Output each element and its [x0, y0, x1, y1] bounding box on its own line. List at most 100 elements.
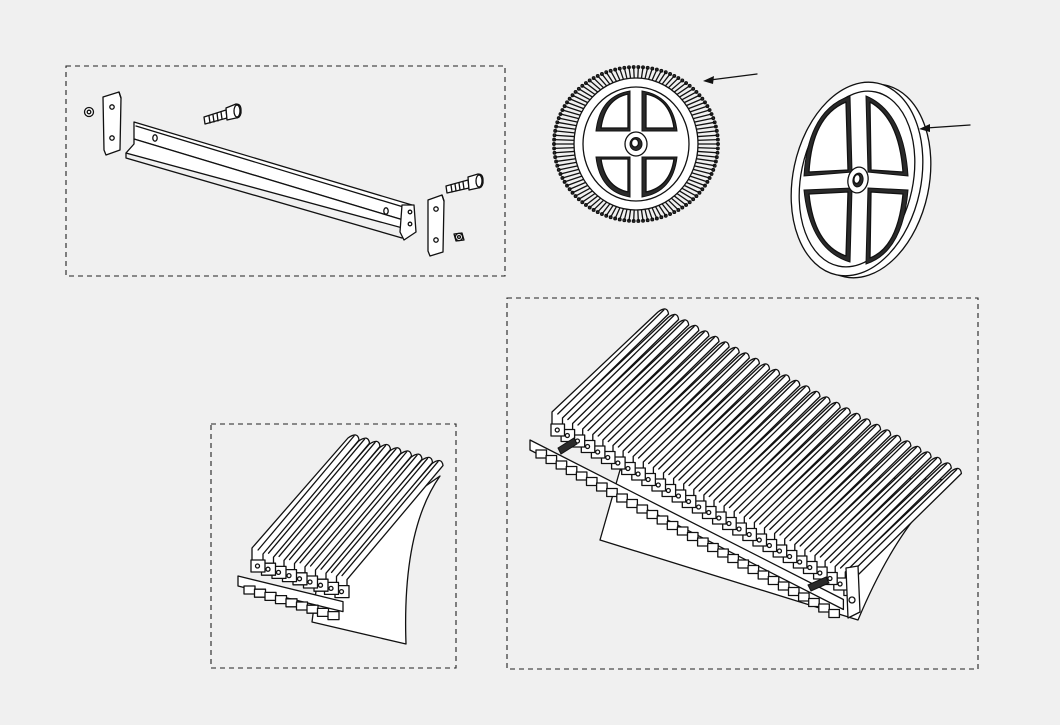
- fin-tip: [565, 100, 569, 105]
- fin-rivet: [716, 515, 722, 521]
- fin-tip: [617, 217, 622, 222]
- fin-crease: [779, 430, 887, 536]
- fin-tip: [552, 137, 557, 142]
- radial-fin: [677, 189, 694, 200]
- fin-tip: [676, 76, 681, 81]
- fin-rivet: [338, 588, 345, 595]
- comb-tooth: [808, 597, 820, 608]
- disc-window-upper-left: [595, 90, 631, 132]
- comb-tooth: [585, 476, 598, 487]
- fin-tip: [713, 159, 718, 164]
- fin-crease: [769, 424, 877, 531]
- fin-rivet: [254, 563, 261, 569]
- comb-tooth: [656, 515, 669, 525]
- fin-rivet: [584, 443, 591, 450]
- fin-tip: [680, 78, 685, 83]
- radial-fin: [558, 164, 581, 171]
- radial-fin: [695, 147, 719, 150]
- fin-tip: [650, 66, 655, 71]
- fin: [702, 390, 821, 514]
- fin-tip: [595, 210, 600, 215]
- fin-tip: [645, 65, 650, 70]
- radial-fin: [578, 88, 595, 99]
- fin-tip: [613, 216, 618, 221]
- fin-rivet: [554, 427, 560, 433]
- fin-tip: [715, 137, 720, 142]
- fin-tip: [715, 133, 720, 138]
- comb-tooth: [797, 592, 810, 602]
- fin-tip: [553, 128, 558, 133]
- comb-tooth: [636, 504, 649, 514]
- fin-rivet: [296, 576, 303, 582]
- fin-tip: [703, 100, 707, 105]
- nut-left: [83, 106, 95, 118]
- radial-fin: [553, 134, 578, 138]
- radial-fin: [674, 191, 691, 203]
- comb-base-strip: [237, 575, 344, 613]
- radial-fin: [694, 130, 718, 134]
- fin-tip: [554, 124, 559, 129]
- fin: [692, 385, 811, 508]
- fin-tip: [636, 65, 641, 69]
- fin-rivet: [265, 566, 271, 572]
- fin-tip: [705, 104, 710, 109]
- comb-tooth: [595, 482, 608, 492]
- radial-fin: [685, 177, 706, 187]
- fin-tip: [608, 68, 613, 73]
- comb-tooth: [727, 553, 740, 564]
- fin-crease: [799, 441, 907, 547]
- fin-crease: [607, 336, 715, 443]
- fin-rivet: [286, 572, 292, 579]
- fin-crease: [257, 435, 355, 551]
- fin-tip: [714, 128, 719, 133]
- fin-tip: [554, 159, 559, 164]
- comb-tooth: [306, 604, 319, 614]
- fin-tip: [556, 116, 561, 121]
- fin-clip: [250, 559, 266, 573]
- threaded-rod-left: [557, 437, 578, 455]
- fin-crease: [587, 325, 695, 432]
- end-bracket-nut: [848, 596, 856, 604]
- radial-fin: [693, 157, 717, 163]
- radial-fin: [687, 174, 709, 183]
- radial-fin: [581, 191, 598, 203]
- fin-crease: [698, 386, 806, 492]
- comb-tooth: [818, 603, 830, 613]
- fin-tip: [622, 218, 627, 223]
- comb-tooth: [555, 460, 568, 470]
- fin-tip: [641, 65, 645, 70]
- fin-rivet: [817, 570, 823, 576]
- fin-rivet: [756, 537, 762, 543]
- fin-tip: [687, 200, 692, 205]
- fin-tip: [684, 203, 689, 207]
- comb-tooth: [285, 598, 298, 608]
- fin-crease: [738, 408, 847, 514]
- radial-fin: [689, 171, 711, 179]
- fin-tip: [663, 213, 668, 218]
- radial-fin: [690, 113, 713, 120]
- fin-clip: [550, 423, 566, 437]
- comb-tooth: [828, 608, 841, 619]
- fin-tip: [565, 183, 569, 188]
- fin-tip: [558, 172, 563, 176]
- small-fin-pack-panel: [210, 423, 457, 669]
- fin-tip: [687, 83, 692, 88]
- comb-tooth: [696, 537, 709, 547]
- fin-tip: [591, 207, 596, 212]
- fin-tip: [552, 150, 557, 155]
- radial-fin: [554, 154, 578, 158]
- comb-base-strip: [529, 439, 845, 611]
- radial-fin: [681, 183, 701, 194]
- fin-crease: [330, 457, 429, 574]
- fin-crease: [708, 391, 816, 498]
- fin-crease: [320, 454, 418, 570]
- fin-crease: [718, 397, 827, 503]
- fin-crease: [759, 419, 867, 525]
- fin-rivet: [615, 460, 621, 466]
- fin: [652, 363, 771, 486]
- fin-crease: [789, 435, 897, 542]
- radial-fin: [671, 194, 687, 206]
- radial-fin: [694, 154, 718, 158]
- fin-tip: [712, 163, 717, 168]
- fin-crease: [567, 314, 675, 421]
